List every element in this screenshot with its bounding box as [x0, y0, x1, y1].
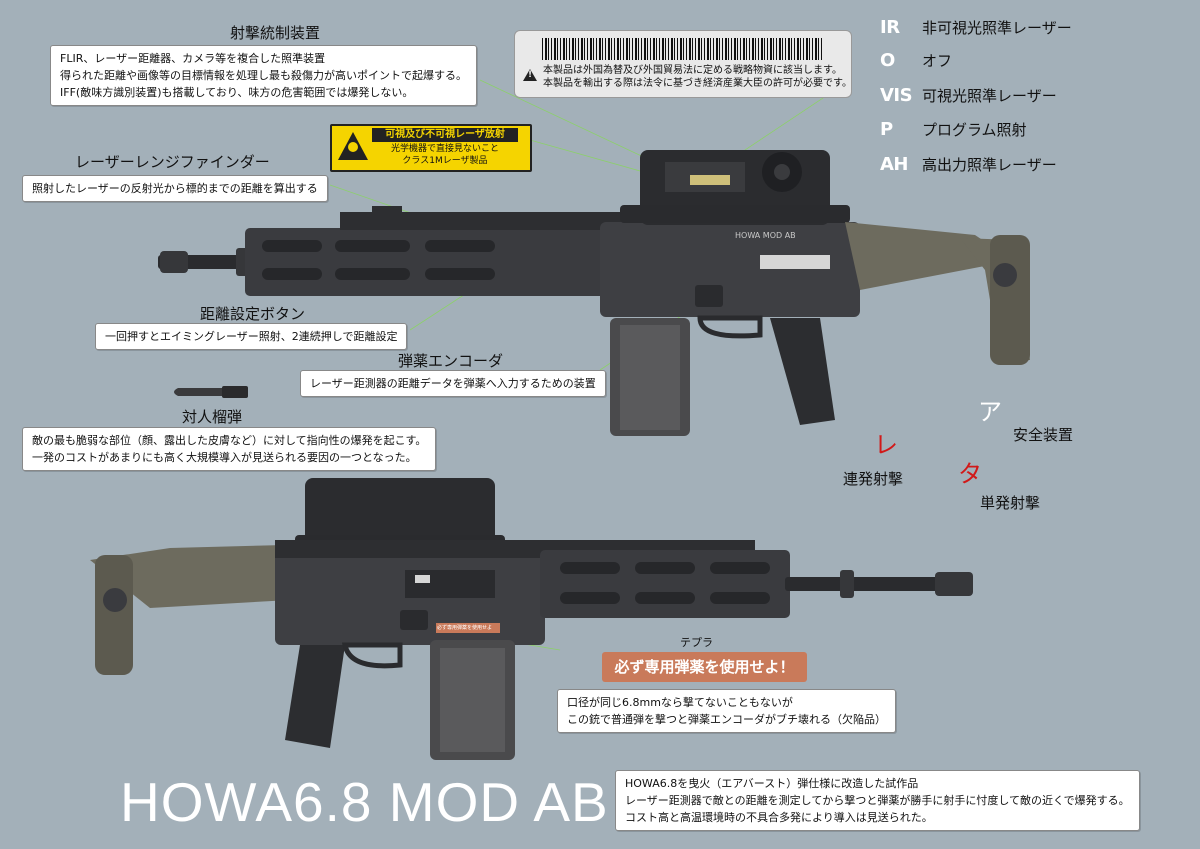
legend-label: 非可視光照準レーザー — [922, 17, 1072, 38]
model-description: HOWA6.8を曳火（エアバースト）弾仕様に改造した試作品 レーザー距測器で敵と… — [615, 770, 1140, 831]
fcs-heading: 射撃統制装置 — [230, 22, 320, 43]
safe-label: 安全装置 — [1013, 424, 1073, 445]
grenade-heading: 対人榴弾 — [182, 406, 242, 427]
export-notice-panel: ! 本製品は外国為替及び外国貿易法に定める戦略物資に該当します。 本製品を輸出す… — [514, 30, 852, 98]
barcode — [542, 38, 822, 60]
mode-legend: IR 非可視光照準レーザー O オフ VIS 可視光照準レーザー P プログラム… — [880, 12, 1140, 182]
legend-code: IR — [880, 17, 922, 38]
encoder-description: レーザー距測器の距離データを弾薬へ入力するための装置 — [300, 370, 606, 397]
laser-label-line-1: 光学機器で直接見ないこと — [372, 143, 518, 155]
grenade-line-1: 敵の最も脆弱な部位（顔、露出した皮膚など）に対して指向性の爆発を起こす。 — [32, 432, 426, 449]
page-title: HOWA6.8 MOD AB — [120, 770, 609, 834]
legend-code: VIS — [880, 85, 922, 106]
encoder-text: レーザー距測器の距離データを弾薬へ入力するための装置 — [310, 375, 596, 392]
legend-code: P — [880, 119, 922, 140]
tepra-description: 口径が同じ6.8mmなら撃てないこともないが この銃で普通弾を撃つと弾薬エンコー… — [557, 689, 896, 733]
legend-row-ah: AH 高出力照準レーザー — [880, 149, 1057, 179]
laser-label-body: 光学機器で直接見ないこと クラス1Mレーザ製品 — [372, 143, 518, 167]
tepra-line-1: 口径が同じ6.8mmなら撃てないこともないが — [567, 694, 886, 711]
legend-code: AH — [880, 154, 922, 175]
auto-kana: レ — [874, 425, 898, 460]
tepra-label: 必ず専用弾薬を使用せよ！ — [602, 652, 807, 682]
safe-kana: ア — [978, 392, 1002, 427]
fcs-line-2: 得られた距離や画像等の目標情報を処理し最も殺傷力が高いポイントで起爆する。 — [60, 67, 467, 84]
rangefinder-text: 照射したレーザーの反射光から標的までの距離を算出する — [32, 180, 318, 197]
rangefinder-heading: レーザーレンジファインダー — [75, 151, 270, 172]
legend-code: O — [880, 50, 922, 71]
rifle-marking: HOWA MOD AB — [735, 231, 796, 240]
laser-hazard-icon — [338, 132, 368, 160]
description-line-3: コスト高と高温環境時の不具合多発により導入は見送られた。 — [625, 809, 1130, 826]
auto-label: 連発射撃 — [843, 468, 903, 489]
range-button-text: 一回押すとエイミングレーザー照射、2連続押しで距離設定 — [105, 328, 397, 345]
export-line-1: 本製品は外国為替及び外国貿易法に定める戦略物資に該当します。 — [543, 64, 852, 77]
range-button-heading: 距離設定ボタン — [200, 303, 305, 324]
description-line-1: HOWA6.8を曳火（エアバースト）弾仕様に改造した試作品 — [625, 775, 1130, 792]
description-line-2: レーザー距測器で敵との距離を測定してから撃つと弾薬が勝手に射手に忖度して敵の近く… — [625, 792, 1130, 809]
fcs-line-3: IFF(敵味方識別装置)も搭載しており、味方の危害範囲では爆発しない。 — [60, 84, 467, 101]
legend-row-vis: VIS 可視光照準レーザー — [880, 80, 1057, 110]
rangefinder-description: 照射したレーザーの反射光から標的までの距離を算出する — [22, 175, 328, 202]
legend-row-ir: IR 非可視光照準レーザー — [880, 12, 1072, 42]
grenade-round — [174, 386, 248, 398]
legend-label: オフ — [922, 50, 952, 71]
tepra-line-2: この銃で普通弾を撃つと弾薬エンコーダがブチ壊れる（欠陥品） — [567, 711, 886, 728]
tepra-heading: テプラ — [680, 634, 713, 650]
laser-warning-label: 可視及び不可視レーザ放射 光学機器で直接見ないこと クラス1Mレーザ製品 — [330, 124, 532, 172]
legend-row-o: O オフ — [880, 45, 952, 75]
legend-label: 可視光照準レーザー — [922, 85, 1057, 106]
legend-label: 高出力照準レーザー — [922, 154, 1057, 175]
export-line-2: 本製品を輸出する際は法令に基づき経済産業大臣の許可が必要です。 — [543, 77, 852, 90]
grenade-description: 敵の最も脆弱な部位（顔、露出した皮膚など）に対して指向性の爆発を起こす。 一発の… — [22, 427, 436, 471]
fcs-description: FLIR、レーザー距離器、カメラ等を複合した照準装置 得られた距離や画像等の目標… — [50, 45, 477, 106]
encoder-heading: 弾薬エンコーダ — [398, 350, 503, 371]
laser-label-header: 可視及び不可視レーザ放射 — [372, 128, 518, 142]
legend-row-p: P プログラム照射 — [880, 114, 1027, 144]
range-button-description: 一回押すとエイミングレーザー照射、2連続押しで距離設定 — [95, 323, 407, 350]
laser-label-line-2: クラス1Mレーザ製品 — [372, 155, 518, 167]
magazine-sticker: 必ず専用弾薬を使用せよ — [437, 624, 499, 632]
warning-icon: ! — [523, 69, 537, 81]
semi-label: 単発射撃 — [980, 492, 1040, 513]
semi-kana: タ — [958, 454, 982, 489]
fcs-line-1: FLIR、レーザー距離器、カメラ等を複合した照準装置 — [60, 50, 467, 67]
legend-label: プログラム照射 — [922, 119, 1027, 140]
export-notice-text: 本製品は外国為替及び外国貿易法に定める戦略物資に該当します。 本製品を輸出する際… — [543, 64, 852, 90]
grenade-line-2: 一発のコストがあまりにも高く大規模導入が見送られる要因の一つとなった。 — [32, 449, 426, 466]
